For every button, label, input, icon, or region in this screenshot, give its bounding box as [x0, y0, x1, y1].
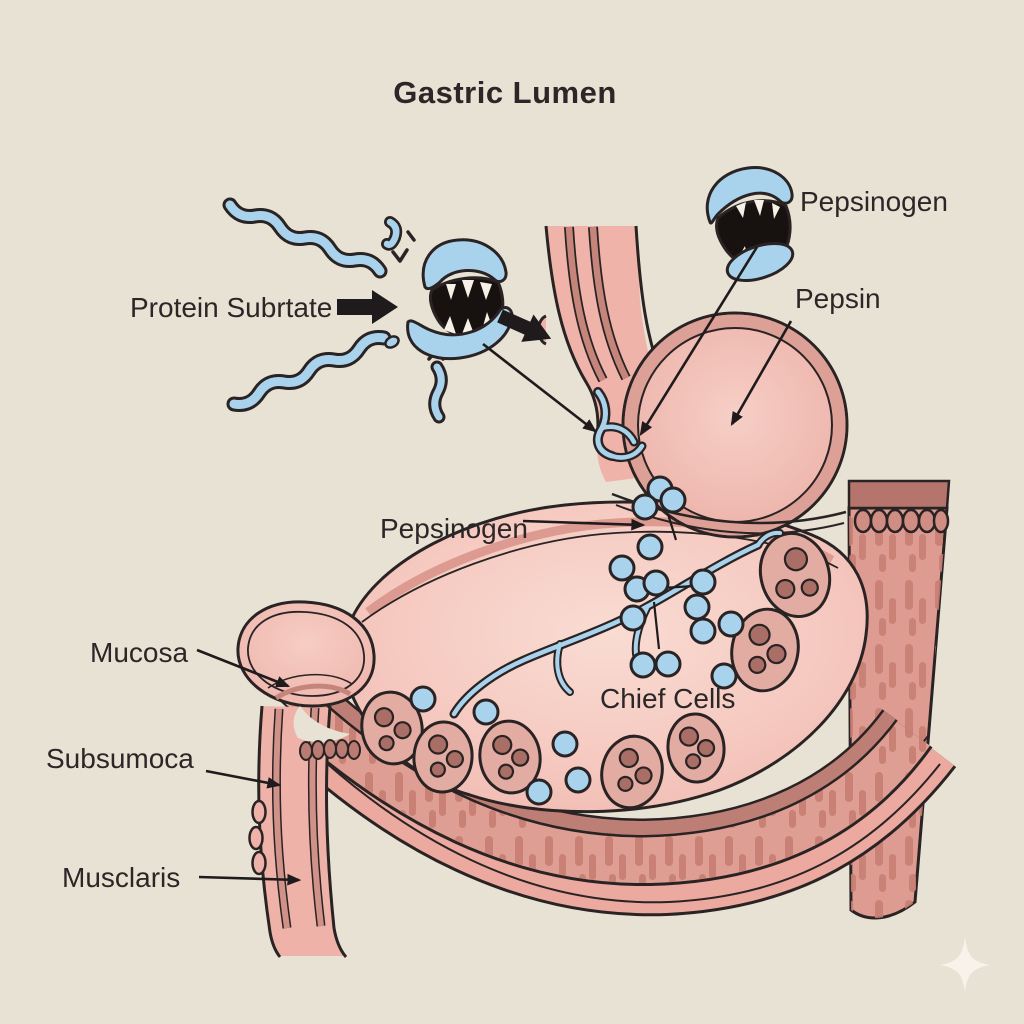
- cardia-gland: [592, 387, 647, 463]
- arrow-enzyme-to-cardia: [482, 342, 597, 433]
- fold-gap: [293, 706, 350, 743]
- label-mucosa: Mucosa: [90, 637, 188, 668]
- peptide-fragment-icon: [381, 216, 448, 424]
- peptide-fragment-icon: [384, 335, 400, 349]
- label-protein-substrate: Protein Subrtate: [130, 292, 332, 323]
- label-pepsin: Pepsin: [795, 283, 881, 314]
- label-pepsinogen-mid: Pepsinogen: [380, 513, 528, 544]
- chief-cells-group: [360, 531, 832, 810]
- chief-cell: [758, 531, 832, 619]
- sparkle-icon: [940, 937, 990, 992]
- arrow-submucosa: [205, 769, 282, 789]
- label-submucosa: Subsumoca: [46, 743, 194, 774]
- pepsinogen-enzyme-mouth-icon: [705, 166, 795, 282]
- lower-lip: [725, 242, 795, 282]
- arrow-pepsin: [730, 320, 793, 427]
- protein-chain-icon: [226, 330, 392, 412]
- chief-cell: [412, 720, 474, 794]
- stomach-outer-wall-layers: [262, 677, 957, 917]
- upper-lip: [421, 238, 508, 291]
- arrow-mucosa: [196, 648, 291, 688]
- protein-chain-icon: [222, 197, 388, 279]
- epithelium-bead-row: [853, 508, 950, 534]
- bold-right-arrow-icon: [337, 290, 398, 324]
- page-title: Gastric Lumen: [393, 75, 617, 110]
- label-chief-cells: Chief Cells: [600, 683, 735, 714]
- annotation-arrows: [196, 246, 793, 886]
- chief-cell: [360, 690, 424, 766]
- arrow-muscularis: [198, 873, 302, 886]
- arrow-pepsinogen-top: [639, 246, 759, 436]
- duodenum-edge-bumps: [248, 799, 267, 876]
- chief-cell: [666, 712, 726, 784]
- chief-cell: [730, 607, 800, 693]
- chief-cell: [478, 719, 542, 795]
- chief-cell: [600, 734, 664, 810]
- label-muscularis: Musclaris: [62, 862, 180, 893]
- pepsin-enzyme-mouth-icon: [406, 238, 514, 361]
- antrum-bead-row: [299, 739, 361, 761]
- diagram-labels: Gastric Lumen Pepsinogen Pepsin Protein …: [46, 75, 948, 893]
- serosa-top-band: [847, 479, 951, 510]
- pepsinogen-granules: [409, 475, 745, 806]
- arrow-pepsinogen-mid: [522, 518, 646, 531]
- upper-lip: [705, 166, 794, 225]
- bold-right-arrow-icon: [497, 309, 552, 342]
- label-pepsinogen-top: Pepsinogen: [800, 186, 948, 217]
- muscularis-layer: [277, 677, 933, 887]
